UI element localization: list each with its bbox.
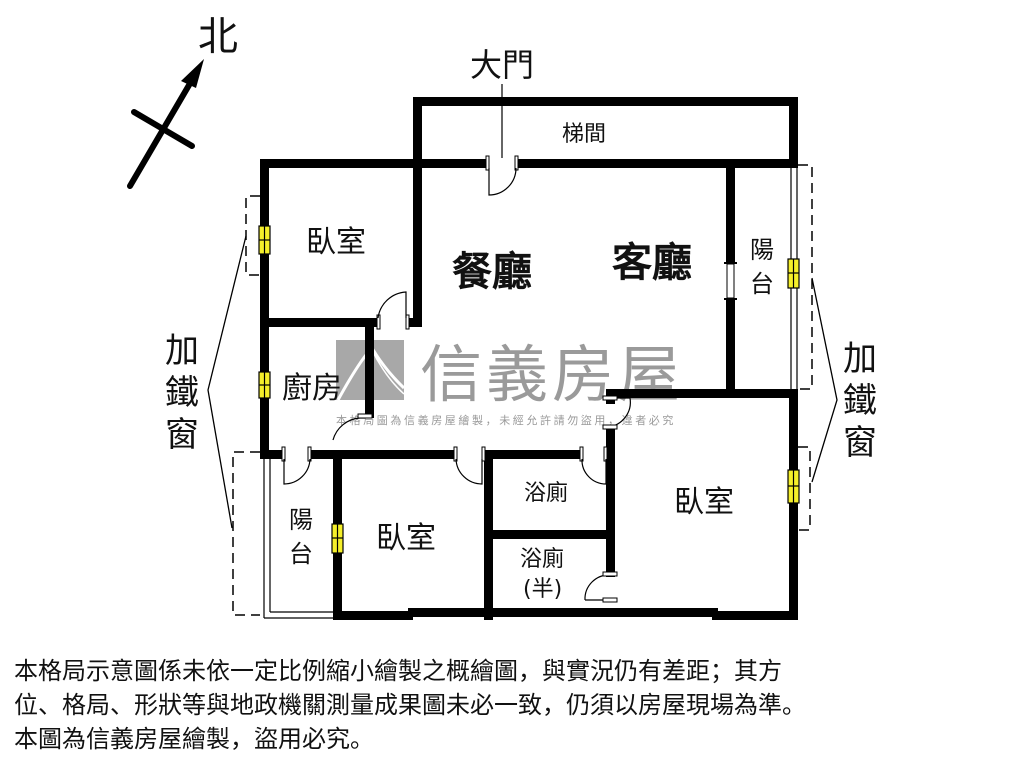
disclaimer-line: 本圖為信義房屋繪製，盜用必究。	[14, 725, 374, 753]
entrance-label: 大門	[470, 46, 534, 84]
room-label-half-bath: 浴廁	[520, 547, 564, 572]
room-label-kitchen: 廚房	[282, 371, 342, 406]
iron-window-label-right-3: 窗	[843, 423, 877, 463]
room-label-stairwell: 梯間	[562, 122, 606, 147]
room-label-dining: 餐廳	[452, 249, 532, 295]
bathroom-door-icon	[581, 458, 607, 485]
north-arrow-icon	[127, 59, 204, 189]
window-icon	[331, 523, 344, 554]
watermark-notice: 本格局圖為信義房屋繪製，未經允許請勿盜用，違者必究	[336, 413, 676, 427]
balcony-opening	[724, 262, 737, 300]
iron-window-label-right-2: 鐵	[843, 381, 877, 421]
watermark: 信義房屋 本格局圖為信義房屋繪製，未經允許請勿盜用，違者必究	[336, 338, 684, 427]
room-label-bedroom-bottom-right: 臥室	[674, 485, 734, 520]
north-label: 北	[198, 14, 238, 60]
iron-window-label-left-1: 加	[165, 331, 199, 371]
balcony-left-door-icon	[283, 458, 311, 485]
disclaimer-line: 本格局示意圖係未依一定比例縮小繪製之概繪圖，與實況仍有差距；其方	[14, 657, 782, 685]
room-label-bedroom-bottom-middle: 臥室	[376, 521, 436, 556]
iron-window-label-left-2: 鐵	[165, 373, 199, 413]
room-label-balcony-left-2: 台	[289, 540, 313, 568]
window-icon	[258, 225, 271, 255]
window-icon	[787, 258, 800, 289]
room-label-bathroom: 浴廁	[524, 481, 568, 506]
room-label-bedroom-top-left: 臥室	[306, 225, 366, 260]
room-label-half-bath-note: (半)	[523, 577, 562, 602]
bedroom-bm-door-icon	[455, 458, 483, 485]
entrance-door-icon	[488, 167, 517, 196]
room-label-balcony-right-2: 台	[750, 270, 774, 298]
disclaimer-line: 位、格局、形狀等與地政機關測量成果圖未必一致，仍須以房屋現場為準。	[14, 691, 806, 719]
iron-window-outlines	[232, 164, 813, 616]
window-icon	[787, 469, 800, 504]
room-label-balcony-left-1: 陽	[289, 506, 313, 534]
room-label-living: 客廳	[612, 240, 692, 286]
disclaimer: 本格局示意圖係未依一定比例縮小繪製之概繪圖，與實況仍有差距；其方 位、格局、形狀…	[14, 654, 1014, 756]
bedroom-tl-door-icon	[377, 291, 407, 319]
iron-window-leaders	[207, 235, 838, 529]
watermark-brand: 信義房屋	[420, 338, 684, 411]
half-bath-door-icon	[584, 574, 611, 601]
floor-plan: 信義房屋 本格局圖為信義房屋繪製，未經允許請勿盜用，違者必究 北 大門	[127, 14, 877, 620]
iron-window-label-right-1: 加	[843, 339, 877, 379]
room-label-balcony-right-1: 陽	[750, 236, 774, 264]
windows	[258, 225, 800, 554]
iron-window-label-left-3: 窗	[165, 415, 199, 455]
window-icon	[258, 371, 271, 399]
